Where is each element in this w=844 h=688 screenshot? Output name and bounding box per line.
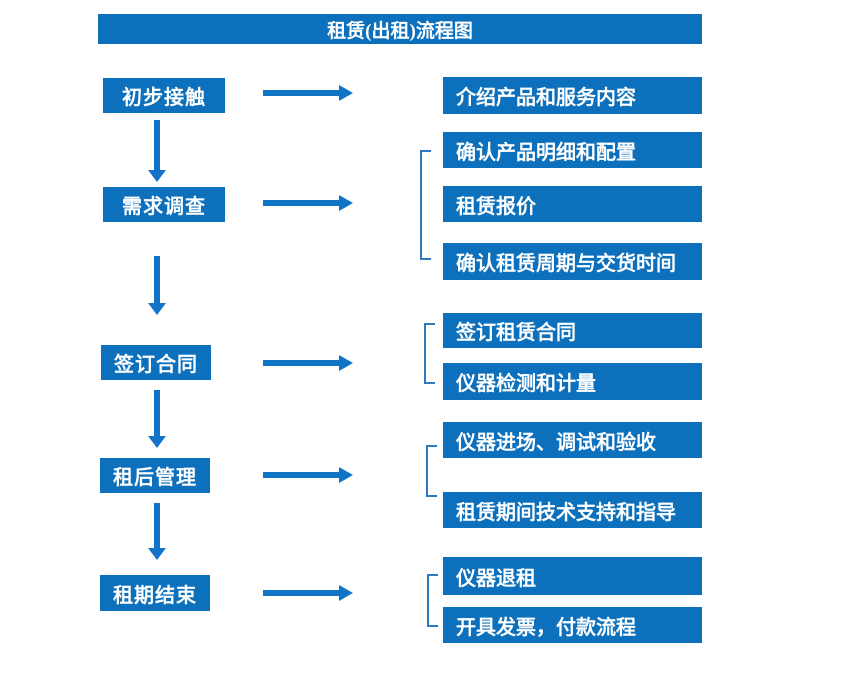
right-arrow-2-icon [263, 195, 353, 211]
stage-box-post-rental-management: 租后管理 [100, 458, 210, 493]
right-arrow-3-icon [263, 355, 353, 371]
detail-box-invoice-payment: 开具发票，付款流程 [443, 607, 702, 643]
down-arrow-3-icon [148, 390, 166, 448]
detail-box-sign-rental-contract: 签订租赁合同 [443, 313, 702, 348]
detail-box-instrument-setup-acceptance: 仪器进场、调试和验收 [443, 422, 702, 458]
bracket-sign-contract-group [424, 323, 435, 384]
bracket-rental-end-group [427, 574, 438, 627]
stage-box-initial-contact: 初步接触 [103, 78, 225, 113]
stage-box-rental-period-end: 租期结束 [100, 575, 210, 611]
right-arrow-1-icon [263, 85, 353, 101]
diagram-title: 租赁(出租)流程图 [327, 20, 473, 42]
diagram-title-bar: 租赁(出租)流程图 [98, 14, 702, 44]
detail-box-instrument-return: 仪器退租 [443, 557, 702, 595]
detail-box-confirm-period-delivery: 确认租赁周期与交货时间 [443, 243, 702, 280]
detail-box-instrument-testing: 仪器检测和计量 [443, 363, 702, 400]
bracket-post-rental-group [426, 445, 437, 497]
down-arrow-1-icon [148, 120, 166, 182]
bracket-demand-survey-group [420, 150, 431, 260]
down-arrow-2-icon [148, 256, 166, 315]
detail-box-confirm-product-details: 确认产品明细和配置 [443, 132, 702, 168]
right-arrow-5-icon [263, 585, 353, 601]
down-arrow-4-icon [148, 503, 166, 560]
detail-box-technical-support: 租赁期间技术支持和指导 [443, 492, 702, 528]
right-arrow-4-icon [263, 467, 353, 483]
stage-box-sign-contract: 签订合同 [101, 345, 211, 380]
detail-box-introduce-products-services: 介绍产品和服务内容 [443, 77, 702, 114]
detail-box-rental-quotation: 租赁报价 [443, 186, 702, 222]
stage-box-demand-survey: 需求调查 [103, 187, 225, 222]
